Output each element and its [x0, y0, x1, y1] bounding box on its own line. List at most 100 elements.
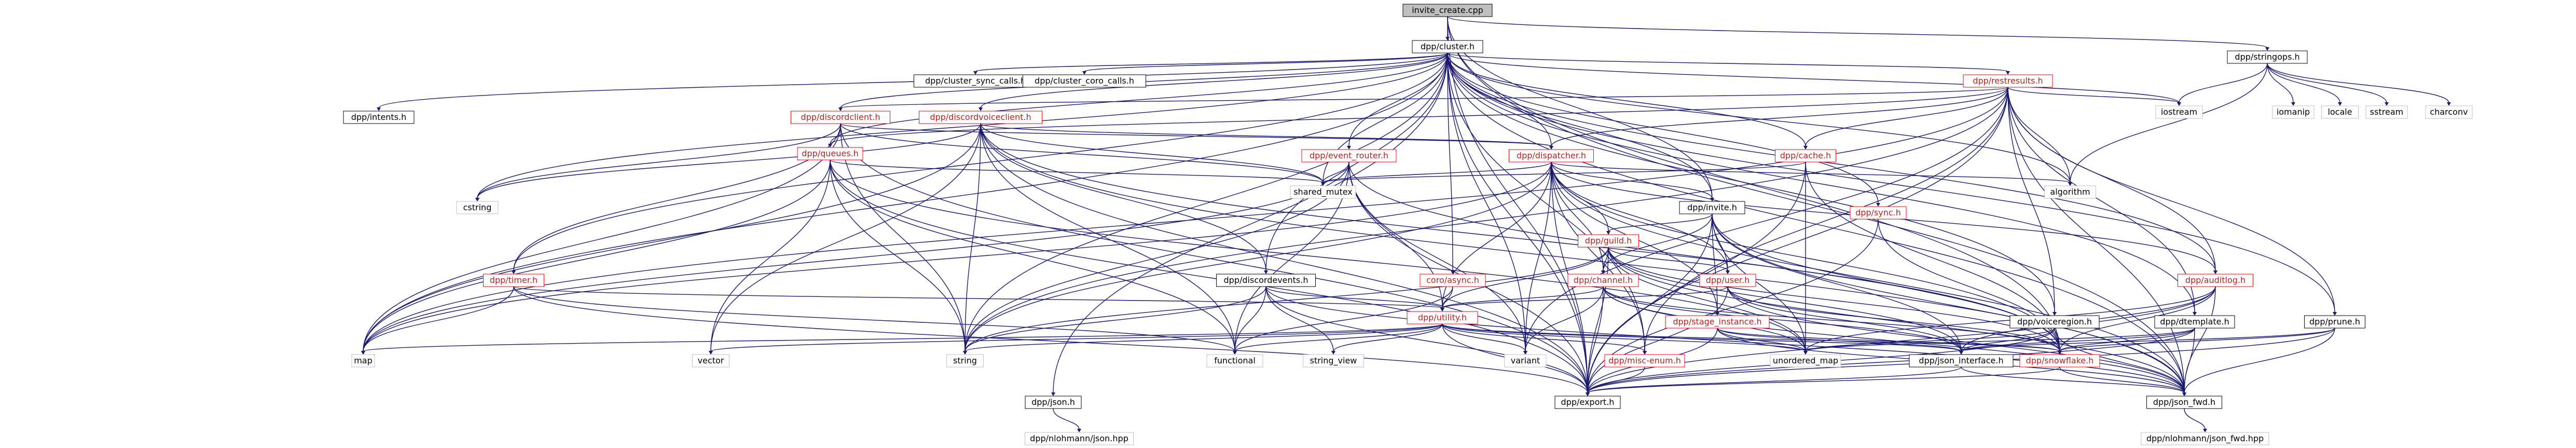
- arrowhead-stringops-to-charconv: [2447, 102, 2451, 106]
- arrowhead-restresults-to-cache: [1803, 146, 1808, 150]
- node-json_fwd[interactable]: dpp/json_fwd.h: [2146, 396, 2222, 409]
- node-label-json_fwd: dpp/json_fwd.h: [2153, 397, 2215, 408]
- node-box-sstream: [2365, 105, 2408, 119]
- node-label-iostream: iostream: [2161, 107, 2197, 117]
- edge-dispatcher-to-json_fwd: [1551, 161, 2185, 393]
- node-json_interface[interactable]: dpp/json_interface.h: [1909, 354, 2014, 368]
- node-label-dispatcher: dpp/dispatcher.h: [1517, 151, 1586, 160]
- node-iostream[interactable]: iostream: [2155, 105, 2203, 119]
- edge-prune-to-json_interface: [1961, 328, 2335, 352]
- node-queues[interactable]: dpp/queues.h: [797, 147, 863, 160]
- node-guild[interactable]: dpp/guild.h: [1578, 234, 1639, 248]
- node-utility[interactable]: dpp/utility.h: [1407, 311, 1478, 324]
- node-cstring[interactable]: cstring: [456, 201, 499, 214]
- edge-timer-to-map: [363, 286, 514, 352]
- node-label-user: dpp/user.h: [1706, 275, 1750, 285]
- edge-cache-to-shared_mutex: [1323, 161, 1806, 183]
- edge-discordevents-to-string_view: [1265, 286, 1334, 352]
- node-auditlog[interactable]: dpp/auditlog.h: [2178, 274, 2253, 287]
- edge-cluster-to-json: [1053, 52, 1448, 393]
- node-label-queues: dpp/queues.h: [802, 148, 859, 158]
- edge-stringops-to-locale: [2267, 63, 2340, 103]
- node-label-auditlog: dpp/auditlog.h: [2185, 275, 2246, 285]
- node-dispatcher[interactable]: dpp/dispatcher.h: [1509, 149, 1594, 162]
- node-cache[interactable]: dpp/cache.h: [1775, 149, 1836, 162]
- node-export[interactable]: dpp/export.h: [1554, 396, 1621, 409]
- node-channel[interactable]: dpp/channel.h: [1567, 274, 1639, 287]
- node-coro[interactable]: coro/async.h: [1420, 274, 1486, 287]
- edge-guild-to-json_fwd: [1608, 247, 2185, 393]
- node-json[interactable]: dpp/json.h: [1025, 396, 1082, 409]
- node-box-cache: [1775, 149, 1836, 162]
- node-snowflake[interactable]: dpp/snowflake.h: [2019, 354, 2100, 368]
- edge-stage_instance-to-unordered_map: [1717, 328, 1806, 352]
- node-box-string_view: [1303, 354, 1364, 368]
- node-nlohmann_json_fwd[interactable]: dpp/nlohmann/json_fwd.hpp: [2141, 432, 2269, 445]
- node-misc_enum[interactable]: dpp/misc-enum.h: [1604, 354, 1685, 368]
- node-box-discordclient: [791, 111, 890, 124]
- node-locale[interactable]: locale: [2321, 105, 2359, 119]
- node-string[interactable]: string: [946, 354, 984, 368]
- node-shared_mutex[interactable]: shared_mutex: [1290, 185, 1356, 199]
- node-restresults[interactable]: dpp/restresults.h: [1963, 74, 2053, 88]
- node-box-root: [1402, 4, 1493, 17]
- edge-restresults-to-variant: [1525, 87, 2008, 352]
- node-vector[interactable]: vector: [692, 354, 729, 368]
- edge-discordevents-to-string: [965, 286, 1266, 352]
- node-voiceregion[interactable]: dpp/voiceregion.h: [2009, 315, 2100, 329]
- node-map[interactable]: map: [351, 354, 375, 368]
- node-label-misc_enum: dpp/misc-enum.h: [1608, 356, 1681, 365]
- edge-utility-to-string: [965, 323, 1443, 352]
- edge-snowflake-to-json_fwd: [2059, 366, 2185, 393]
- edge-auditlog-to-snowflake: [2059, 286, 2216, 352]
- edge-utility-to-snowflake: [1442, 323, 2060, 352]
- arrowhead-cluster-to-intents: [377, 107, 381, 111]
- node-sstream[interactable]: sstream: [2365, 105, 2408, 119]
- node-algorithm[interactable]: algorithm: [2044, 185, 2096, 199]
- node-discordvoiceclient[interactable]: dpp/discordvoiceclient.h: [919, 111, 1042, 124]
- node-sync[interactable]: dpp/sync.h: [1850, 206, 1907, 220]
- edge-queues-to-shared_mutex: [830, 159, 1324, 183]
- edge-queues-to-unordered_map: [830, 159, 1806, 352]
- edge-user-to-utility: [1442, 286, 1728, 309]
- node-nlohmann_json[interactable]: dpp/nlohmann/json.hpp: [1025, 432, 1134, 445]
- arrowhead-cluster-to-json: [1051, 392, 1055, 396]
- node-user[interactable]: dpp/user.h: [1699, 274, 1756, 287]
- node-charconv[interactable]: charconv: [2425, 105, 2473, 119]
- node-cluster_sync[interactable]: dpp/cluster_sync_calls.h: [914, 74, 1037, 88]
- edge-utility-to-unordered_map: [1442, 323, 1806, 352]
- edge-cluster-to-prune: [1447, 52, 2335, 313]
- node-timer[interactable]: dpp/timer.h: [483, 274, 544, 287]
- node-variant[interactable]: variant: [1504, 354, 1547, 368]
- node-root[interactable]: invite_create.cpp: [1402, 4, 1493, 17]
- node-invite[interactable]: dpp/invite.h: [1679, 201, 1745, 214]
- node-cluster_coro[interactable]: dpp/cluster_coro_calls.h: [1023, 74, 1146, 88]
- node-label-discordevents: dpp/discordevents.h: [1224, 275, 1308, 285]
- arrowhead-guild-to-user: [1726, 270, 1730, 274]
- node-stage_instance[interactable]: dpp/stage_instance.h: [1665, 315, 1770, 329]
- node-prune[interactable]: dpp/prune.h: [2304, 315, 2365, 329]
- node-stringops[interactable]: dpp/stringops.h: [2227, 50, 2308, 64]
- arrowhead-cluster-to-cluster_coro: [1082, 71, 1086, 75]
- node-cluster[interactable]: dpp/cluster.h: [1412, 40, 1483, 53]
- node-dtemplate[interactable]: dpp/dtemplate.h: [2154, 315, 2235, 329]
- arrowhead-restresults-to-prune: [2333, 312, 2337, 316]
- node-discordclient[interactable]: dpp/discordclient.h: [791, 111, 890, 124]
- edge-guild-to-snowflake: [1608, 247, 2060, 352]
- arrowhead-cluster-to-sync: [1876, 203, 1880, 207]
- arrowhead-cluster-to-discordvoiceclient: [979, 107, 983, 111]
- edge-restresults-to-auditlog: [2007, 87, 2216, 271]
- node-romanp[interactable]: iomanip: [2272, 105, 2315, 119]
- node-box-cluster_coro: [1023, 74, 1146, 88]
- edge-channel-to-export: [1587, 286, 1604, 393]
- node-event_router[interactable]: dpp/event_router.h: [1301, 149, 1397, 162]
- node-unordered_map[interactable]: unordered_map: [1770, 354, 1841, 368]
- node-box-vector: [692, 354, 729, 368]
- node-label-guild: dpp/guild.h: [1585, 236, 1632, 246]
- node-discordevents[interactable]: dpp/discordevents.h: [1216, 274, 1316, 287]
- arrowhead-root-to-cluster: [1445, 37, 1450, 40]
- node-intents[interactable]: dpp/intents.h: [343, 111, 415, 124]
- node-functional[interactable]: functional: [1206, 354, 1263, 368]
- node-string_view[interactable]: string_view: [1303, 354, 1364, 368]
- edge-discordvoiceclient-to-discordevents: [980, 123, 1266, 271]
